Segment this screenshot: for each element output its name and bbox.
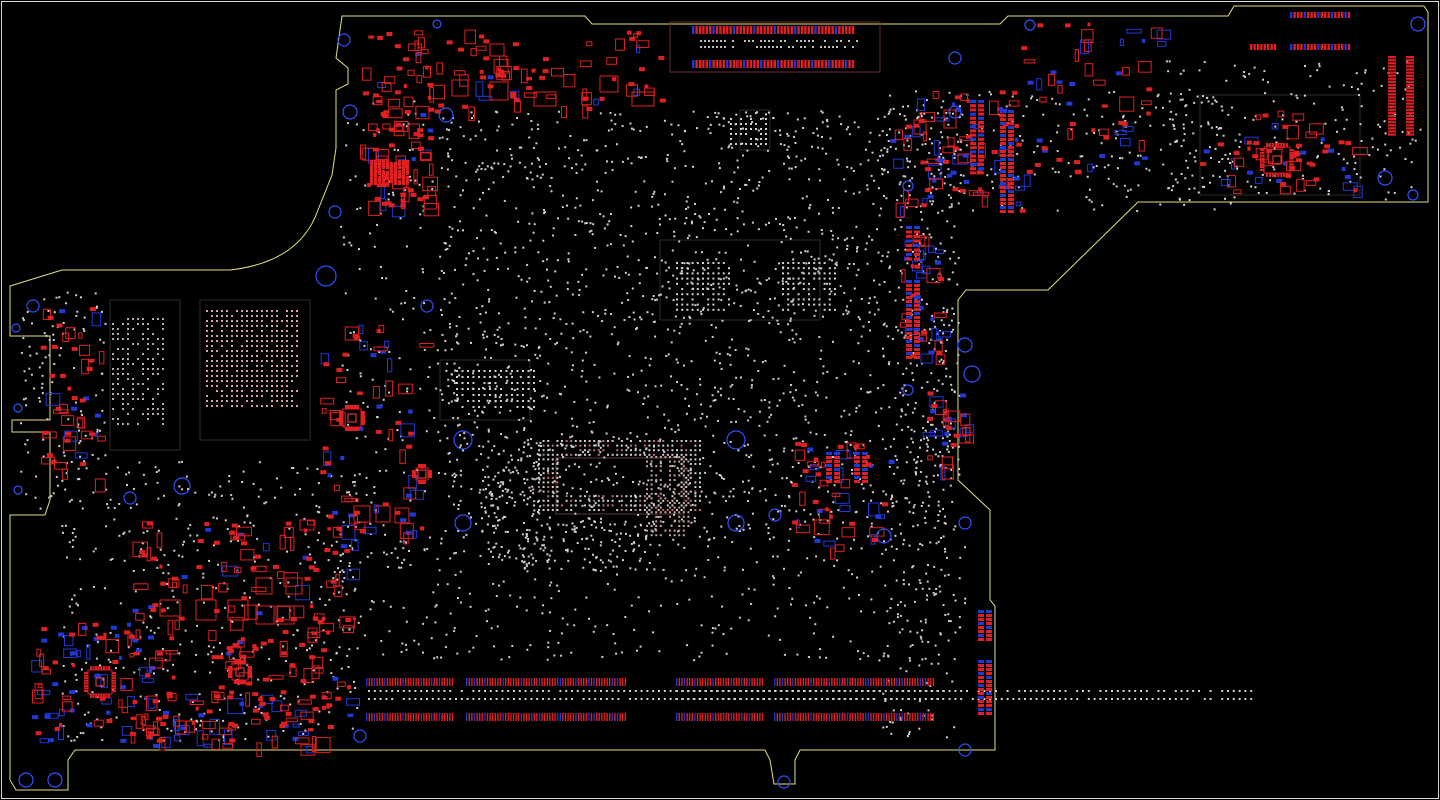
mounting-hole-layer <box>11 16 1426 789</box>
board-outline <box>9 5 1429 791</box>
via-layer <box>20 40 1422 742</box>
top-pad-layer <box>32 12 1414 757</box>
silkscreen-layer <box>109 21 1361 515</box>
